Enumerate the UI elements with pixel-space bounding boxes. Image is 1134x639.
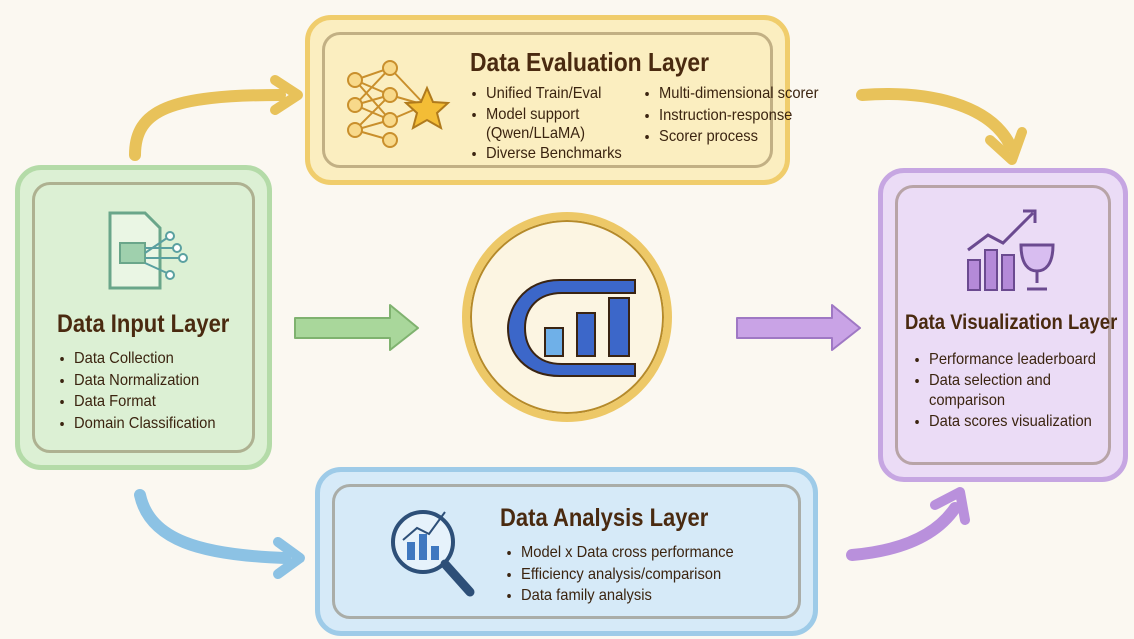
input-layer-title: Data Input Layer	[57, 310, 230, 338]
neural-network-star-icon	[347, 60, 451, 148]
list-item: Domain Classification	[74, 413, 216, 435]
analysis-layer-box: Data Analysis Layer Model x Data cross p…	[315, 467, 818, 636]
arrow-analysis-to-visualization	[846, 502, 961, 561]
list-item: Scorer process	[659, 126, 819, 148]
arrow-core-to-visualization	[736, 304, 861, 351]
list-item: Multi-dimensional scorer	[659, 83, 819, 105]
magnifier-chart-icon	[391, 510, 475, 597]
arrow-input-to-analysis	[134, 489, 291, 564]
list-item: Data Format	[74, 391, 216, 413]
visualization-layer-box: Data Visualization Layer Performance lea…	[878, 168, 1128, 482]
evaluation-layer-title: Data Evaluation Layer	[470, 47, 710, 77]
visualization-list: Performance leaderboard Data selection a…	[913, 349, 1119, 432]
list-item: Instruction-response	[659, 105, 819, 127]
analysis-layer-title: Data Analysis Layer	[500, 504, 709, 532]
list-item: Efficiency analysis/comparison	[521, 564, 734, 586]
list-item: Data family analysis	[521, 585, 734, 607]
list-item: Model support (Qwen/LLaMA)	[486, 105, 606, 143]
analysis-list: Model x Data cross performance Efficienc…	[505, 542, 752, 607]
chart-trophy-icon	[967, 209, 1055, 291]
arrow-input-to-core	[294, 304, 419, 351]
list-item: Unified Train/Eval	[486, 83, 622, 105]
arrow-input-to-evaluation	[129, 89, 286, 161]
visualization-layer-title: Data Visualization Layer	[905, 311, 1118, 334]
core-logo-circle	[462, 212, 672, 422]
evaluation-list-1: Unified Train/Eval Model support (Qwen/L…	[470, 83, 634, 164]
arrow-evaluation-to-visualization	[856, 88, 1016, 151]
document-circuit-icon	[108, 211, 188, 290]
logo-c-bars-icon	[506, 279, 636, 377]
list-item: Data Normalization	[74, 370, 216, 392]
list-item: Model x Data cross performance	[521, 542, 734, 564]
list-item: Data selection and comparison	[929, 371, 1067, 411]
list-item: Diverse Benchmarks	[486, 143, 622, 165]
input-layer-box: Data Input Layer Data Collection Data No…	[15, 165, 272, 470]
list-item: Data Collection	[74, 348, 216, 370]
input-list: Data Collection Data Normalization Data …	[58, 348, 228, 434]
list-item: Data scores visualization	[929, 411, 1104, 433]
list-item: Performance leaderboard	[929, 349, 1104, 371]
evaluation-list-2: Multi-dimensional scorer Instruction-res…	[643, 83, 832, 148]
evaluation-layer-box: Data Evaluation Layer Unified Train/Eval…	[305, 15, 819, 185]
